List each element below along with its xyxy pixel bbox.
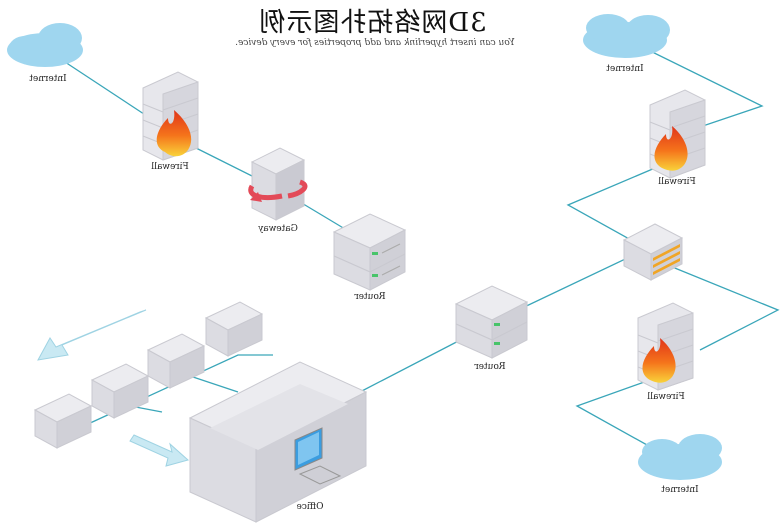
- label-internet-top-right: Internet: [606, 64, 644, 74]
- label-office: Office: [296, 502, 324, 512]
- cloud-icon: [583, 14, 670, 58]
- switch-icon: [622, 223, 684, 281]
- gateway-icon: [248, 147, 308, 221]
- firewall-icon: [142, 71, 199, 161]
- cloud-icon: [7, 23, 83, 67]
- label-firewall-right-bottom: Firewall: [647, 392, 685, 402]
- label-firewall-left: Firewall: [151, 162, 189, 172]
- firewall-icon: [649, 89, 706, 179]
- label-gateway: Gateway: [258, 224, 298, 234]
- link-switch-firewall-bottom: [659, 261, 780, 351]
- link-internet-left-firewall: [64, 61, 151, 119]
- pc-box-icon: [146, 333, 206, 389]
- link-router-office: [357, 334, 471, 394]
- pc-box-icon: [33, 393, 93, 449]
- link-firewall-internet-bottom: [575, 379, 666, 456]
- arrow-icon: [37, 309, 190, 467]
- label-internet-left: Internet: [29, 74, 67, 84]
- firewall-icon: [637, 302, 694, 391]
- diagram-subtitle: You can insert hyperlink and add propert…: [235, 38, 515, 48]
- router-icon: [454, 285, 529, 359]
- label-router-center: Router: [474, 362, 506, 372]
- link-topright-chain: [631, 41, 764, 133]
- link-firewall-switch: [566, 167, 656, 246]
- cloud-icon: [638, 434, 722, 480]
- router-icon: [332, 213, 407, 291]
- label-firewall-right-top: Firewall: [658, 177, 696, 187]
- label-internet-bottom-right: Internet: [661, 485, 699, 495]
- label-router-upper: Router: [354, 292, 386, 302]
- monitor-icon: [294, 427, 342, 485]
- diagram-title: 3D网络拓扑图示例: [258, 8, 487, 38]
- pc-box-icon: [204, 301, 264, 357]
- pc-box-icon: [90, 363, 150, 419]
- office-building-icon: [188, 361, 368, 523]
